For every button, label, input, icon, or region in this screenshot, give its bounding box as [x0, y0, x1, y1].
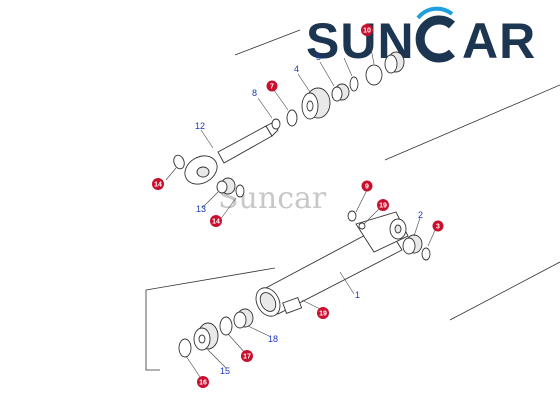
rod-assembly: [173, 51, 405, 198]
bushing-5: [331, 83, 350, 102]
logo-c-mark: [415, 6, 456, 63]
callout-9: 9: [361, 180, 373, 192]
svg-text:14: 14: [212, 219, 220, 226]
callout-17: 17: [241, 350, 253, 362]
svg-text:10: 10: [363, 28, 371, 35]
callout-19-upper: 19: [377, 199, 389, 211]
seal-ring-3: [421, 247, 431, 261]
brand-logo: SUN AR: [306, 6, 536, 69]
callout-8: 8: [252, 88, 257, 98]
callout-1: 1: [355, 290, 360, 300]
wear-ring: [384, 51, 405, 74]
bushing-13: [216, 177, 236, 195]
callout-18: 18: [268, 334, 278, 344]
leader-lines: [165, 32, 437, 381]
svg-text:3: 3: [436, 224, 440, 231]
seal-ring-14-left: [173, 154, 185, 170]
svg-text:17: 17: [243, 354, 251, 361]
svg-text:14: 14: [154, 182, 162, 189]
callout-15: 15: [220, 366, 230, 376]
callout-19-lower: 19: [317, 307, 329, 319]
svg-text:19: 19: [319, 311, 327, 318]
bushing-18: [233, 308, 254, 329]
cylinder-tube-assembly: [178, 210, 431, 358]
callout-5: 5: [316, 52, 321, 62]
callout-2: 2: [418, 210, 423, 220]
frame-lines: [145, 29, 560, 371]
callout-4: 4: [294, 64, 299, 74]
callout-13: 13: [196, 204, 206, 214]
seal-9-ring: [349, 76, 359, 92]
seal-7: [286, 109, 298, 127]
callout-10: 10: [361, 24, 373, 36]
svg-text:7: 7: [270, 84, 274, 91]
svg-text:9: 9: [365, 184, 369, 191]
piston-15: [193, 322, 219, 351]
backup-ring: [365, 64, 383, 86]
seal-ring-14-right: [235, 184, 245, 198]
seal-8: [271, 118, 281, 130]
seal-ring-16: [178, 338, 192, 358]
callout-14-lower: 14: [210, 215, 222, 227]
logo-text-right: AR: [462, 13, 536, 69]
blue-callouts: 1 2 4 5 8 12 13 15 18: [195, 52, 423, 376]
svg-text:16: 16: [199, 380, 207, 387]
bushing-2: [402, 234, 423, 255]
callout-3: 3: [432, 220, 444, 232]
cylinder-head-4: [301, 87, 331, 120]
red-callouts: 3 7 9 10 14 14 16 17: [152, 24, 444, 388]
seal-17: [219, 316, 233, 336]
callout-16: 16: [197, 376, 209, 388]
rod-eye-part: [184, 121, 279, 185]
callout-12: 12: [195, 121, 205, 131]
callout-14-upper: 14: [152, 178, 164, 190]
watermark: Suncar: [218, 181, 327, 216]
svg-text:19: 19: [379, 203, 387, 210]
callout-7: 7: [266, 80, 278, 92]
